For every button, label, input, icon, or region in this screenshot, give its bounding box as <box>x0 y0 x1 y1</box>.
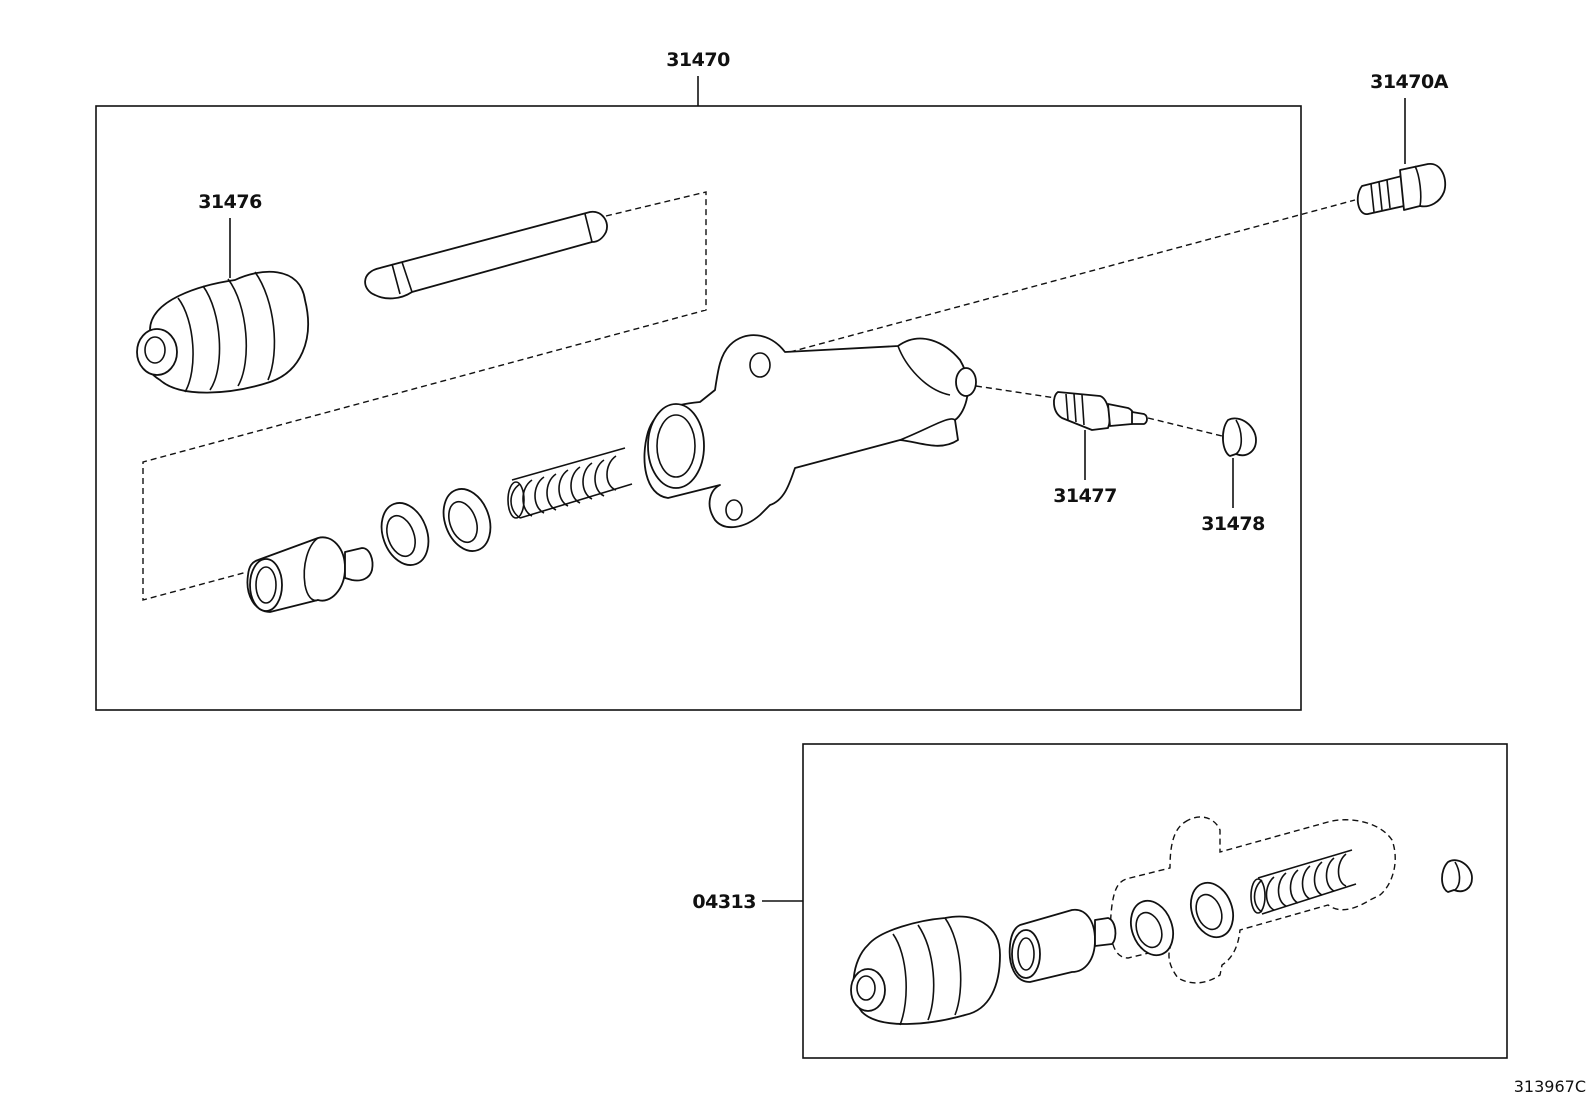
kit-cup-seal-2 <box>1190 881 1234 939</box>
bleeder-cap-part <box>1222 417 1257 457</box>
alignment-line-cap <box>1147 417 1223 437</box>
spring-part <box>507 447 633 519</box>
callout-04313: 04313 <box>692 891 756 913</box>
kit-bleeder-cap-part <box>1441 859 1473 893</box>
alignment-line-bolt <box>789 199 1356 353</box>
callout-31478: 31478 <box>1201 513 1265 535</box>
repair-kit-cylinder-outline <box>1109 816 1396 984</box>
kit-piston-part <box>1008 908 1117 983</box>
boot-part <box>136 270 309 394</box>
callout-31477: 31477 <box>1053 485 1117 507</box>
callout-31476: 31476 <box>198 191 262 213</box>
alignment-line-rod <box>142 191 707 601</box>
callout-31470A: 31470A <box>1370 71 1449 93</box>
bolt-part <box>1356 163 1447 215</box>
bleeder-plug-part <box>1053 391 1148 431</box>
cup-seal-2 <box>442 488 492 552</box>
callout-31470: 31470 <box>666 49 730 71</box>
piston-part <box>246 536 374 613</box>
cylinder-body-part <box>643 334 977 529</box>
alignment-line-bleeder <box>975 385 1057 399</box>
cup-seal-1 <box>380 502 430 566</box>
push-rod-part <box>364 210 608 300</box>
kit-boot-part <box>850 915 1001 1026</box>
kit-cup-seal-1 <box>1130 899 1174 957</box>
kit-spring-part <box>1250 849 1357 915</box>
illustration-number: 313967C <box>1514 1077 1586 1096</box>
